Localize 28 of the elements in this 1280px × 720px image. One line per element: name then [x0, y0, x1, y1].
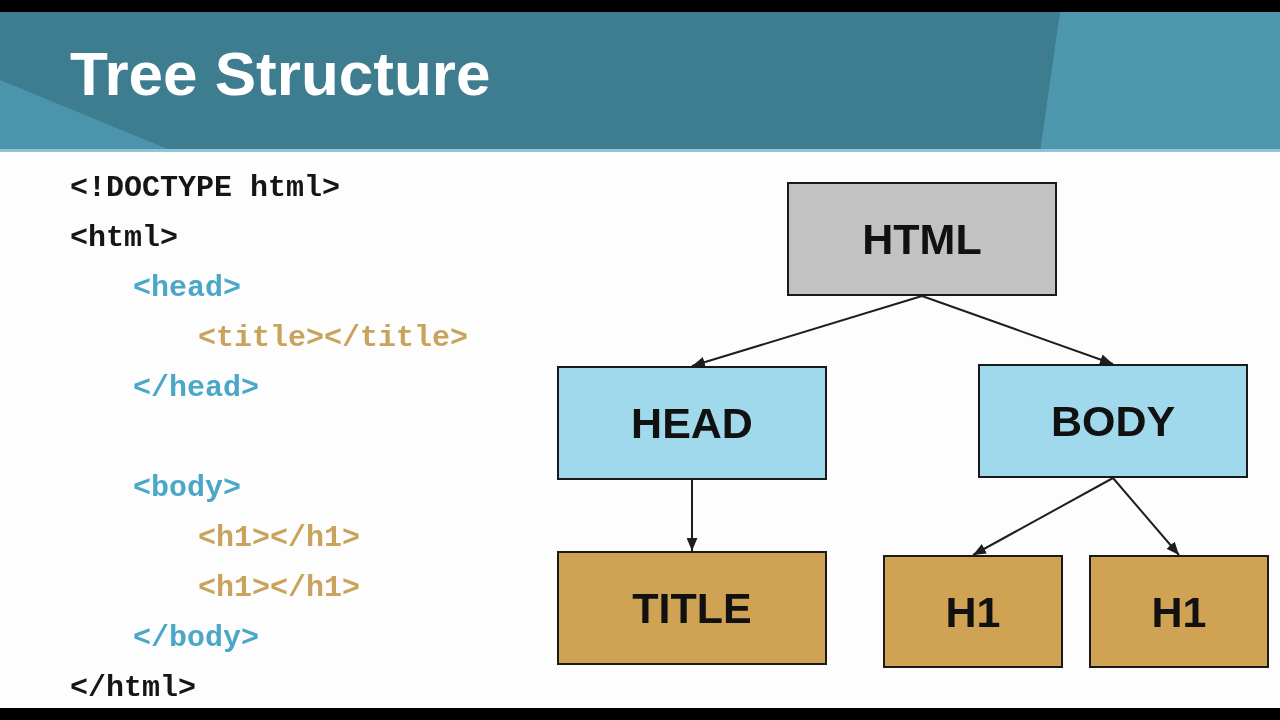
- code-line: <!DOCTYPE html>: [70, 170, 341, 206]
- code-line: <title></title>: [198, 320, 469, 356]
- arrow: [1112, 477, 1180, 556]
- code-line: </html>: [70, 670, 197, 706]
- tree-node-box: [787, 182, 1057, 296]
- node-label: H1: [945, 586, 1001, 637]
- node-label: HTML: [862, 214, 982, 264]
- tree-node-box: [883, 555, 1063, 668]
- tree-node-box: [1089, 555, 1269, 668]
- node-label: BODY: [1050, 396, 1176, 446]
- node-label: HEAD: [631, 398, 753, 448]
- code-line: </head>: [133, 370, 260, 406]
- node-label: H1: [1151, 586, 1207, 637]
- code-line: <head>: [133, 270, 242, 306]
- tree-node-box: [557, 551, 827, 665]
- code-line: <h1></h1>: [198, 570, 361, 606]
- tree-node-box: [557, 366, 827, 480]
- code-line: <body>: [133, 470, 242, 506]
- code-line: <html>: [70, 220, 179, 256]
- slide-title: Tree Structure: [70, 38, 491, 110]
- tree-node-box: [978, 364, 1248, 478]
- arrow: [691, 295, 923, 368]
- arrow: [972, 477, 1114, 556]
- code-line: <h1></h1>: [198, 520, 361, 556]
- node-label: TITLE: [632, 583, 752, 633]
- arrow: [921, 295, 1114, 365]
- arrow: [686, 479, 698, 552]
- code-line: </body>: [133, 620, 260, 656]
